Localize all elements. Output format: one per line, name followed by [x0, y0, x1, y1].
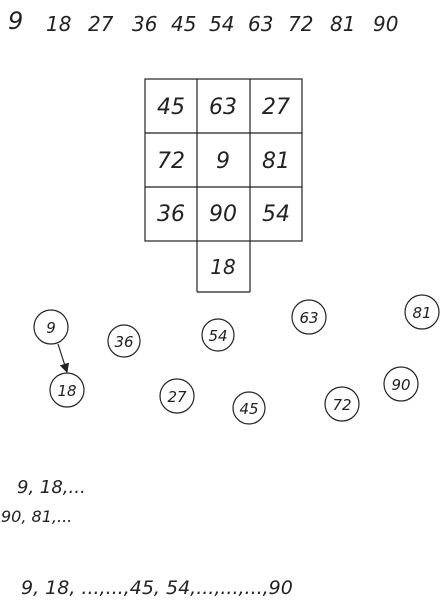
node-label: 72	[332, 396, 351, 414]
circle-nodes: 9 18 36 27 54 45 63 72	[33, 294, 440, 425]
sequence-number: 54	[209, 12, 234, 36]
circle-node: 81	[404, 294, 440, 330]
notes: 9, 18,... 90, 81,... 9, 18, ...,...,45, …	[1, 477, 293, 599]
node-circle	[107, 324, 141, 358]
top-sequence: 9 18 27 36 45 54 63 72 81 90	[8, 7, 398, 36]
node-label: 45	[239, 400, 258, 418]
circle-node: 63	[291, 299, 327, 335]
magic-square: 45 63 27 72 9 81 36 90 54 18	[144, 78, 303, 293]
node-label: 9	[46, 319, 56, 337]
sequence-number: 90	[373, 12, 398, 36]
circle-node: 54	[201, 318, 235, 352]
node-label: 90	[391, 376, 410, 394]
sequence-number: 72	[288, 12, 313, 36]
circle-node: 27	[159, 378, 195, 414]
node-circle	[201, 318, 235, 352]
note-forward-sequence: 9, 18,...	[17, 477, 86, 498]
magic-square-cell: 27	[262, 95, 290, 120]
magic-square-extra-cell: 18	[210, 255, 235, 279]
magic-square-cell: 63	[209, 95, 237, 120]
node-label: 54	[208, 327, 227, 345]
magic-square-cell: 81	[262, 149, 290, 174]
sequence-number: 81	[330, 12, 355, 36]
node-circle	[291, 299, 327, 335]
node-circle	[33, 309, 69, 345]
node-label: 36	[114, 333, 133, 351]
node-circle	[404, 294, 440, 330]
node-label: 81	[412, 304, 431, 322]
sequence-number: 9	[8, 7, 23, 35]
node-circle	[49, 372, 85, 408]
node-circle	[159, 378, 195, 414]
circle-node: 45	[232, 391, 266, 425]
magic-square-cell: 54	[262, 202, 290, 227]
circle-node: 72	[324, 386, 360, 422]
circle-node: 90	[383, 366, 419, 402]
sequence-number: 27	[88, 12, 114, 36]
circle-node: 18	[49, 372, 85, 408]
node-circle	[324, 386, 360, 422]
node-label: 27	[167, 388, 187, 406]
note-backward-sequence: 90, 81,...	[1, 507, 72, 526]
magic-square-cell: 90	[209, 202, 237, 227]
magic-square-cell: 72	[157, 149, 185, 174]
node-label: 63	[299, 309, 318, 327]
sequence-number: 36	[132, 12, 157, 36]
sequence-number: 63	[248, 12, 273, 36]
circle-node: 36	[107, 324, 141, 358]
magic-square-cell: 45	[157, 95, 185, 120]
node-circle	[232, 391, 266, 425]
magic-square-cell: 36	[157, 202, 185, 227]
node-label: 18	[57, 382, 76, 400]
magic-square-border	[144, 78, 303, 242]
arrow-9-to-18	[57, 343, 69, 374]
circle-node: 9	[33, 309, 69, 345]
sequence-number: 45	[171, 12, 196, 36]
note-bottom-sequence: 9, 18, ...,...,45, 54,...,...,...,90	[21, 577, 293, 599]
magic-square-cell: 9	[216, 149, 230, 174]
sequence-number: 18	[46, 12, 71, 36]
node-circle	[383, 366, 419, 402]
